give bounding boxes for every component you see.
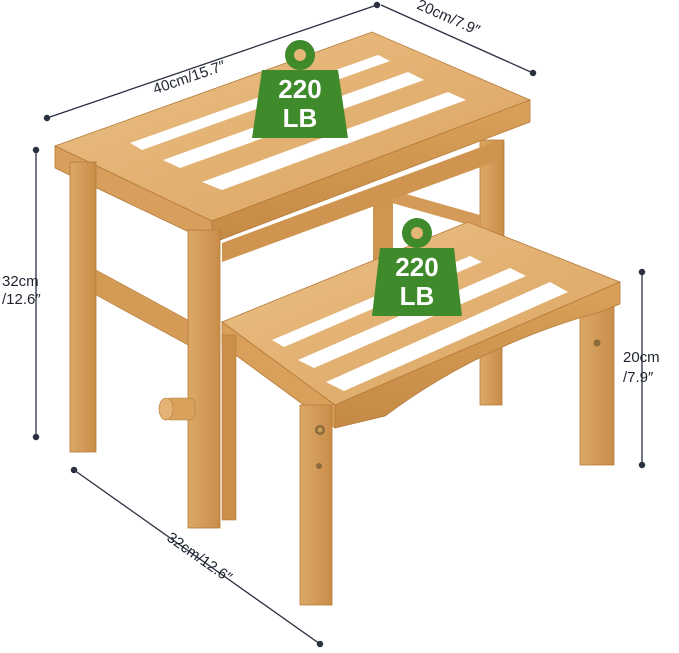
depth-dimension-label: 32cm/12.6″ (164, 529, 236, 587)
upper-load-value: 220 (278, 74, 321, 104)
lower-load-value: 220 (395, 252, 438, 282)
upper-weight-badge: 220 LB (252, 40, 348, 138)
upper-load-unit: LB (283, 103, 318, 133)
step-height-metric-label: 20cm (623, 349, 660, 366)
back-frame (373, 139, 615, 466)
height-metric-label: 32cm (2, 273, 39, 290)
top-depth-dimension-label: 20cm/7.9″ (414, 0, 483, 39)
upper-step-legs (69, 161, 221, 529)
dimension-lines (32, 1, 646, 648)
lower-weight-badge: 220 LB (372, 218, 462, 316)
step-height-imperial-label: /7.9″ (623, 369, 654, 386)
height-imperial-label: /12.6″ (2, 291, 41, 308)
lower-load-unit: LB (400, 281, 435, 311)
